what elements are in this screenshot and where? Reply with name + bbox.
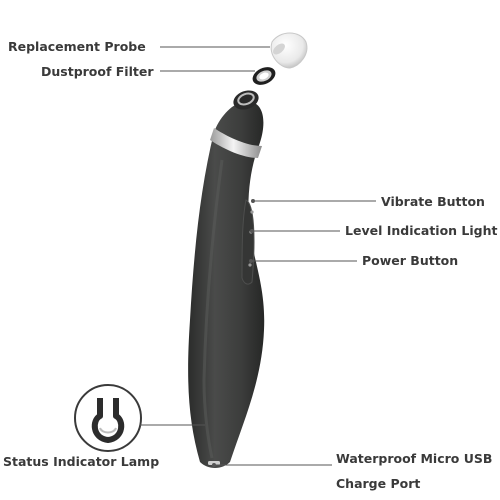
status-lamp-inset [74,384,142,452]
tip-ring [237,92,255,106]
body-highlight [202,159,224,459]
label-status-indicator-lamp: Status Indicator Lamp [3,454,160,469]
label-level-indication-light: Level Indication Light [345,223,498,238]
chrome-collar [210,128,262,158]
label-power-button: Power Button [362,253,459,268]
power-button-dot [248,263,252,267]
button-panel [241,199,255,285]
label-charge-port-line2: Charge Port [336,476,421,491]
label-replacement-probe: Replacement Probe [8,39,146,54]
label-dustproof-filter: Dustproof Filter [41,64,154,79]
label-charge-port-line1: Waterproof Micro USB [336,451,493,466]
vibrate-button-dot [250,210,254,214]
label-vibrate-button: Vibrate Button [381,194,485,209]
device-body [188,101,265,468]
dustproof-filter-part [252,67,276,85]
replacement-probe-part [270,32,308,69]
